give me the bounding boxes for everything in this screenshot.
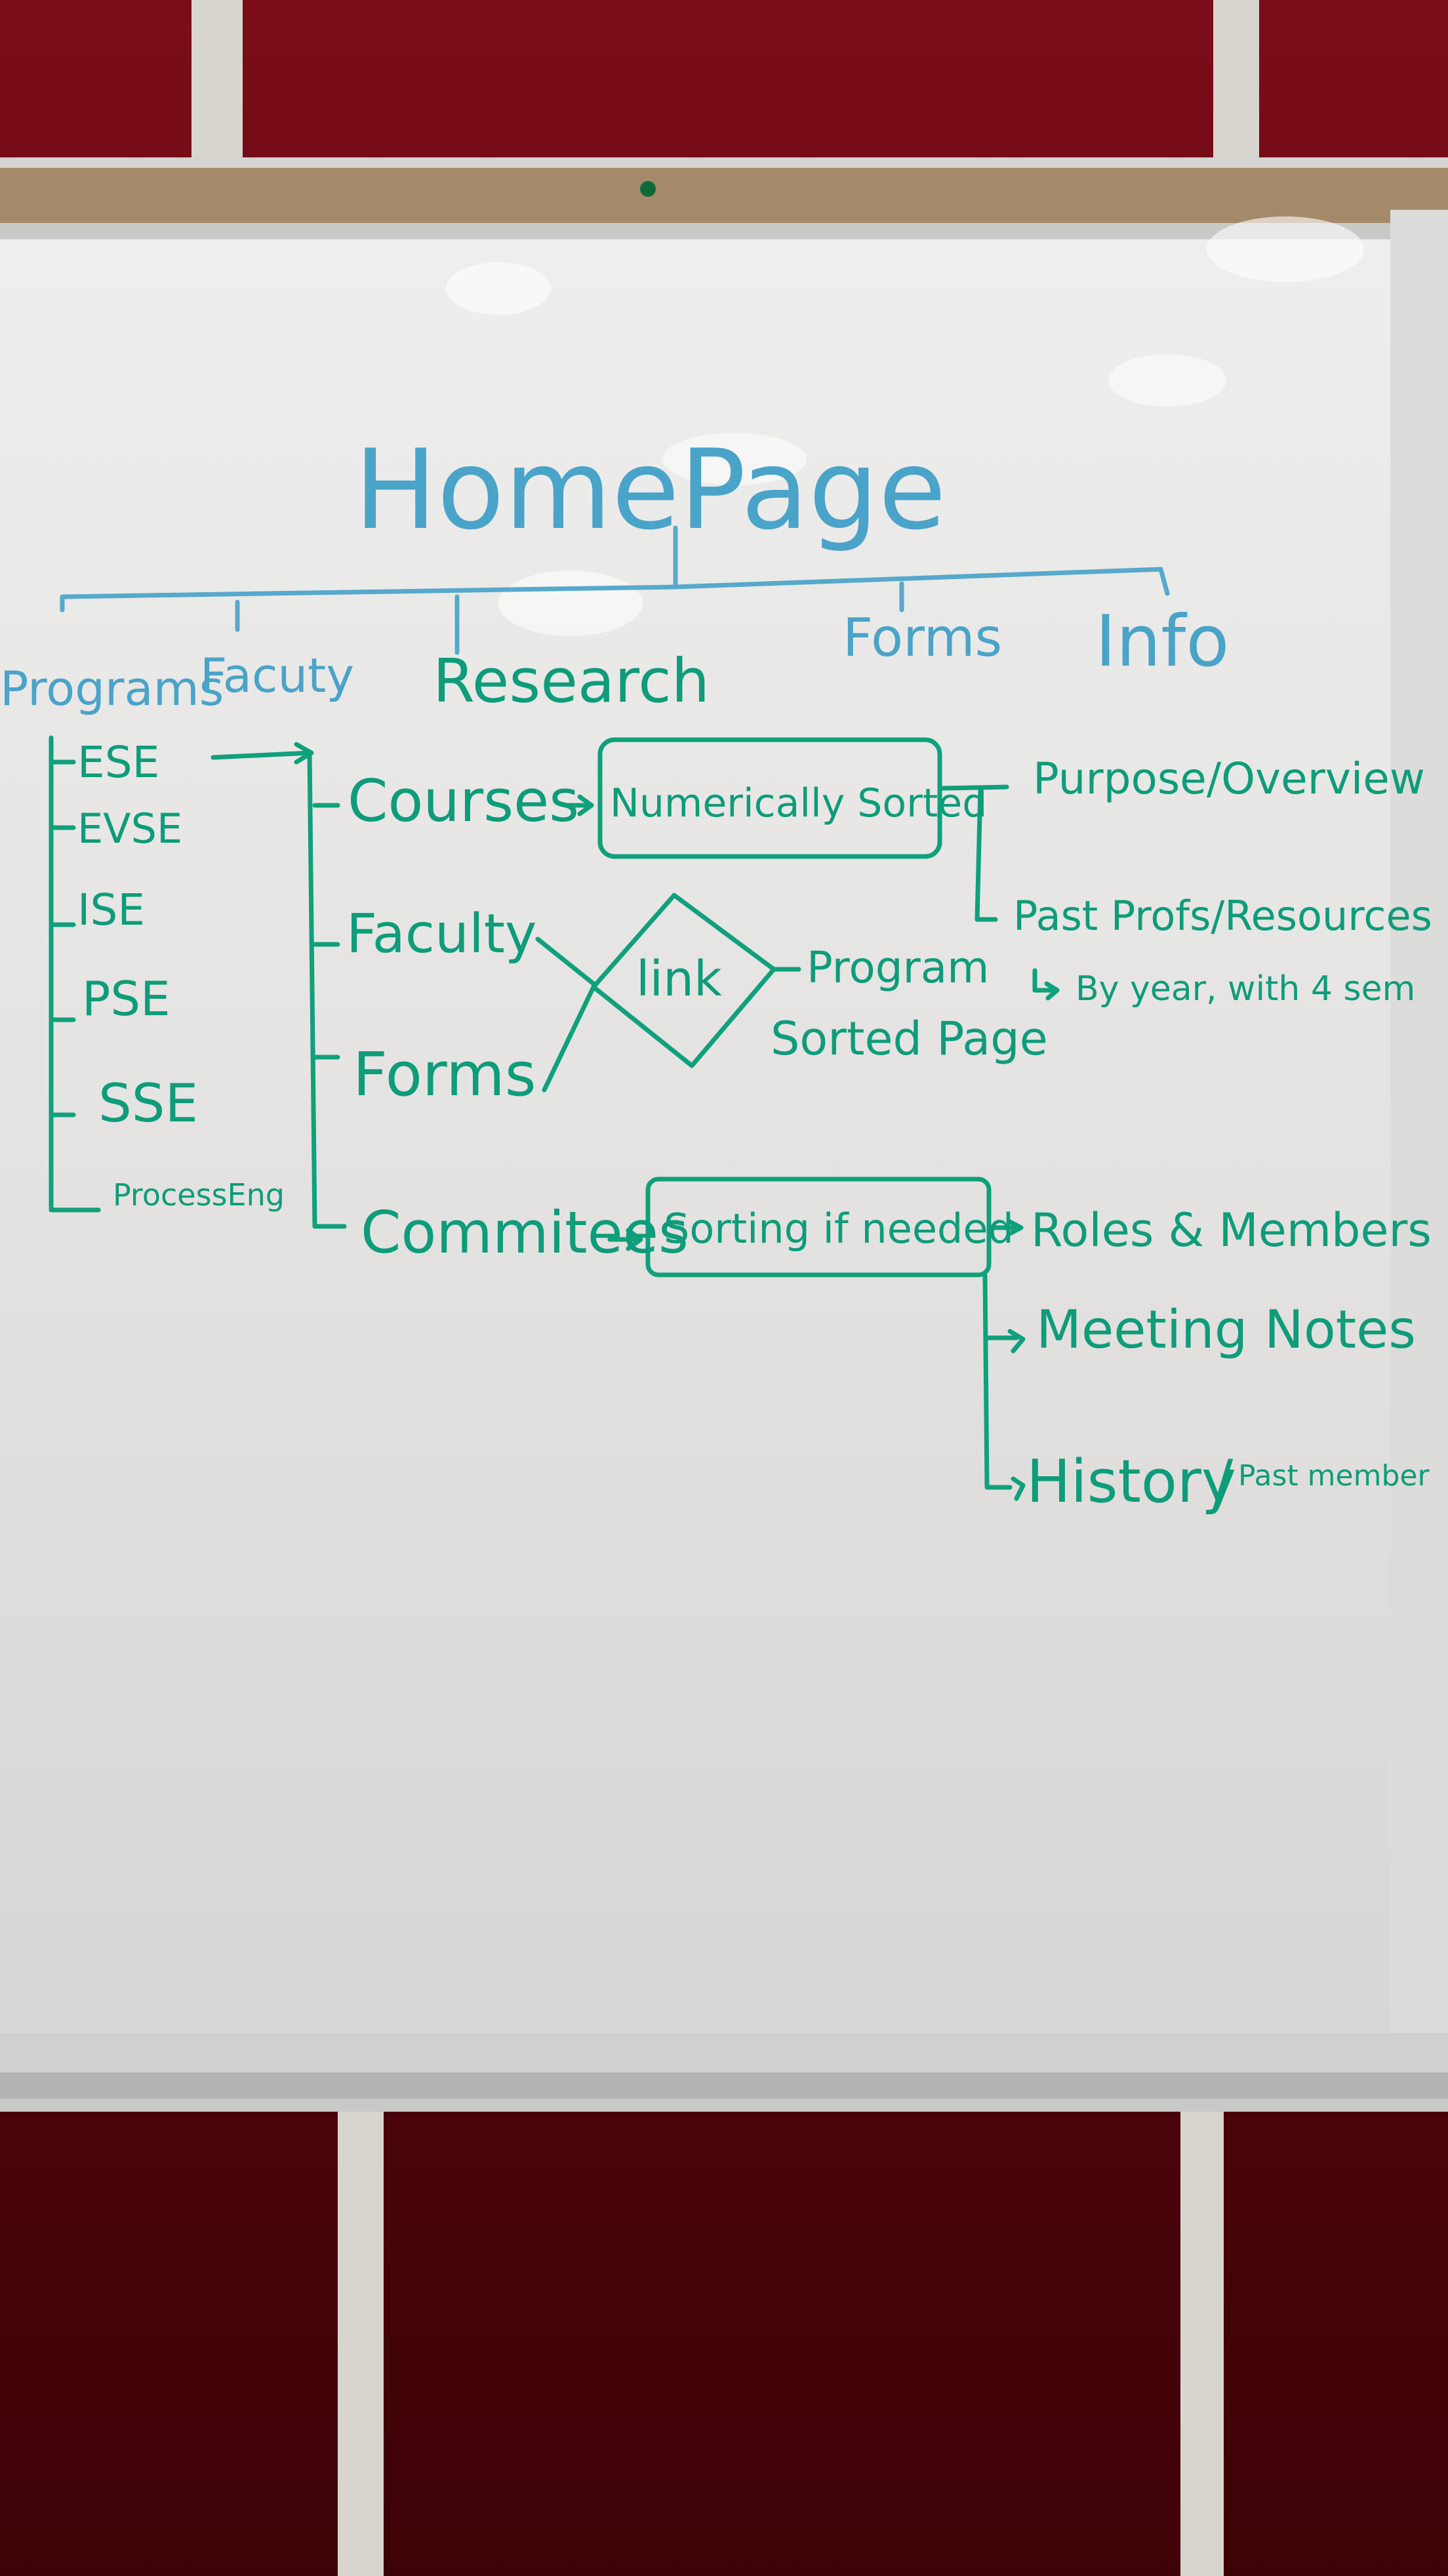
whiteboard-side-frame (1390, 210, 1448, 2046)
courses-output-spine (975, 786, 998, 922)
program-item: ProcessEng (113, 1177, 285, 1213)
marker-tray-edge (0, 2072, 1448, 2099)
nav-forms: Forms (843, 607, 1002, 668)
program-sorted-line2: Sorted Page (771, 1012, 1048, 1066)
sorting-if-needed-label: Sorting if needed (664, 1205, 1014, 1253)
connector-lines (535, 737, 1060, 1501)
glare (1108, 354, 1226, 407)
program-item: ISE (77, 885, 145, 935)
glare (1207, 216, 1364, 282)
wall-seam (1180, 2112, 1224, 2576)
numerically-sorted-label: Numerically Sorted (610, 780, 987, 826)
link-label: link (636, 951, 722, 1007)
by-year-note: By year, with 4 sem (1076, 969, 1415, 1009)
homepage-title: HomePage (354, 426, 946, 554)
page-commitees: Commitees (361, 1199, 689, 1266)
programs-list: ESE EVSE ISE PSE SSE ProcessEng (77, 737, 285, 1213)
nav-research: Research (433, 646, 710, 716)
by-year-hook (1032, 968, 1057, 993)
page-courses: Courses (348, 767, 579, 835)
past-member: Past member (1238, 1459, 1430, 1493)
purpose-overview: Purpose/Overview (1033, 754, 1425, 804)
meeting-notes: Meeting Notes (1036, 1299, 1416, 1360)
program-sorted-line1: Program (807, 942, 989, 993)
wall-seam (338, 2112, 384, 2576)
whiteboard-surface (0, 239, 1397, 2033)
programs-spine (49, 735, 101, 1213)
marker-tray (0, 2033, 1448, 2079)
page-faculty: Faculty (346, 903, 536, 965)
numerically-sorted-box (597, 737, 942, 859)
cork-rail (0, 157, 1448, 168)
wall-seam (1213, 0, 1259, 157)
nav-info: Info (1095, 601, 1229, 683)
nav-programs: Programs (0, 661, 224, 716)
forms-to-link (542, 984, 596, 1093)
homepage-tree-lines (60, 525, 1170, 655)
roles-members: Roles & Members (1031, 1203, 1432, 1257)
program-item: ESE (77, 737, 159, 788)
glare (446, 262, 551, 315)
glare (662, 433, 807, 485)
glare (498, 571, 643, 636)
past-profs-resources: Past Profs/Resources (1013, 892, 1432, 940)
pushpin (640, 181, 656, 197)
program-item: EVSE (77, 805, 182, 853)
programs-tree-lines (49, 735, 347, 1229)
program-item: SSE (98, 1073, 198, 1134)
nav-faculty: Facuty (200, 648, 354, 703)
link-diamond (591, 893, 776, 1068)
program-page-spine (307, 750, 347, 1229)
history: History (1026, 1447, 1236, 1516)
cork-strip (0, 164, 1448, 230)
faculty-to-link (535, 936, 596, 986)
page-forms: Forms (353, 1039, 536, 1110)
program-item: PSE (82, 971, 171, 1026)
commitees-output-spine (982, 1273, 1013, 1490)
history-slash: / (1213, 1447, 1234, 1516)
ese-arrow (211, 750, 312, 760)
top-nav-bar (60, 567, 1170, 613)
